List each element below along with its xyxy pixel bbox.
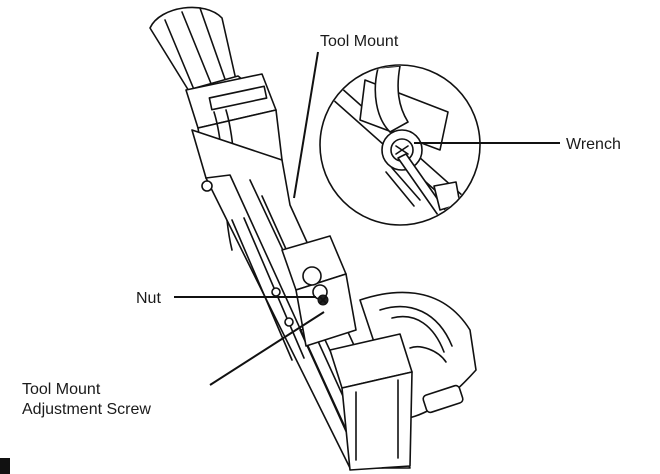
detail-inset <box>319 64 481 226</box>
lower-bracket <box>329 333 413 471</box>
corner-mark <box>0 458 10 474</box>
label-nut: Nut <box>136 290 161 307</box>
leader-adjustment-screw <box>209 311 325 386</box>
label-adjustment-screw-line2: Adjustment Screw <box>22 401 151 418</box>
side-clamp <box>359 291 477 421</box>
label-tool-mount: Tool Mount <box>320 33 399 50</box>
tool-mount-carriage <box>281 235 357 347</box>
label-wrench: Wrench <box>566 136 621 153</box>
leader-tool-mount <box>293 51 319 199</box>
label-adjustment-screw-line1: Tool Mount <box>22 381 101 398</box>
